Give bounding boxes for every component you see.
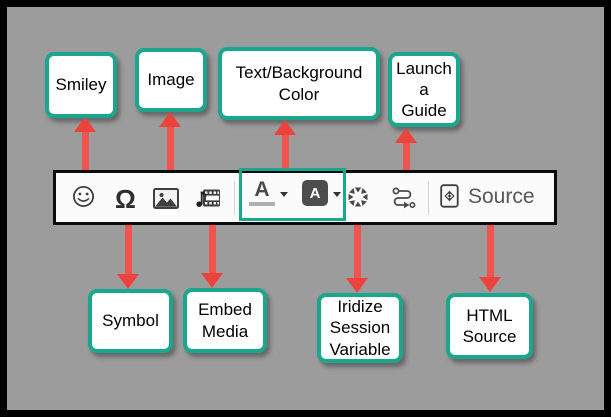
arrow-head-icon [346, 278, 368, 293]
arrow-embed-media [201, 224, 223, 288]
image-button[interactable] [153, 188, 179, 212]
arrow-launch-a-guide [395, 128, 417, 170]
callout-html-source: HTML Source [446, 293, 533, 359]
arrow-iridize-session-variable [346, 224, 368, 293]
callout-smiley-label: Smiley [55, 75, 107, 95]
source-button-label: Source [468, 184, 535, 208]
callout-embed-media: Embed Media [183, 288, 267, 353]
arrow-head-icon [74, 117, 96, 132]
color-buttons-highlight: A A [239, 168, 346, 221]
callout-symbol: Symbol [88, 289, 173, 353]
smiley-button[interactable] [72, 185, 95, 211]
arrow-head-icon [274, 120, 296, 135]
callout-text-background-color: Text/Background Color [218, 47, 380, 120]
smiley-icon [72, 185, 95, 208]
arrow-smiley [74, 117, 96, 170]
callout-launch-a-guide: Launch a Guide [388, 52, 460, 127]
arrow-image [159, 112, 181, 170]
text-color-letter: A [254, 178, 270, 201]
arrow-head-icon [201, 273, 223, 288]
callout-html-source-label: HTML Source [462, 305, 517, 346]
source-code-icon [440, 184, 459, 208]
toolbar-separator [234, 181, 235, 215]
image-icon [153, 188, 179, 209]
arrow-symbol [117, 224, 139, 289]
embed-media-icon [196, 189, 220, 207]
arrow-head-icon [117, 274, 139, 289]
text-color-button[interactable]: A [249, 179, 275, 206]
background-color-button[interactable]: A [302, 180, 328, 206]
text-color-underline [249, 202, 275, 206]
callout-embed-media-label: Embed Media [198, 300, 252, 341]
arrow-text-background-color [274, 120, 296, 170]
arrow-html-source [479, 224, 501, 292]
arrow-head-icon [395, 128, 417, 143]
launch-a-guide-button[interactable] [389, 186, 416, 214]
callout-iridize-session-variable: Iridize Session Variable [317, 293, 403, 363]
callout-symbol-label: Symbol [102, 311, 159, 331]
symbol-button[interactable]: Ω [115, 186, 136, 212]
arrow-head-icon [159, 112, 181, 127]
callout-iridize-session-variable-label: Iridize Session Variable [329, 297, 391, 359]
background-color-letter: A [302, 180, 328, 206]
callout-launch-a-guide-label: Launch a Guide [396, 58, 452, 121]
callout-image: Image [135, 48, 207, 112]
callout-image-label: Image [147, 70, 195, 90]
toolbar-separator [428, 181, 429, 215]
chevron-down-icon [280, 192, 288, 197]
html-source-button[interactable]: Source [440, 184, 535, 208]
iridize-session-variable-icon [348, 187, 368, 207]
chevron-down-icon [333, 192, 341, 197]
launch-a-guide-icon [392, 187, 416, 209]
callout-smiley: Smiley [45, 52, 117, 118]
arrow-head-icon [479, 277, 501, 292]
embed-media-button[interactable] [196, 187, 221, 212]
callout-text-background-color-label: Text/Background Color [235, 63, 363, 104]
iridize-session-variable-button[interactable] [345, 184, 371, 213]
omega-icon: Ω [115, 184, 136, 214]
